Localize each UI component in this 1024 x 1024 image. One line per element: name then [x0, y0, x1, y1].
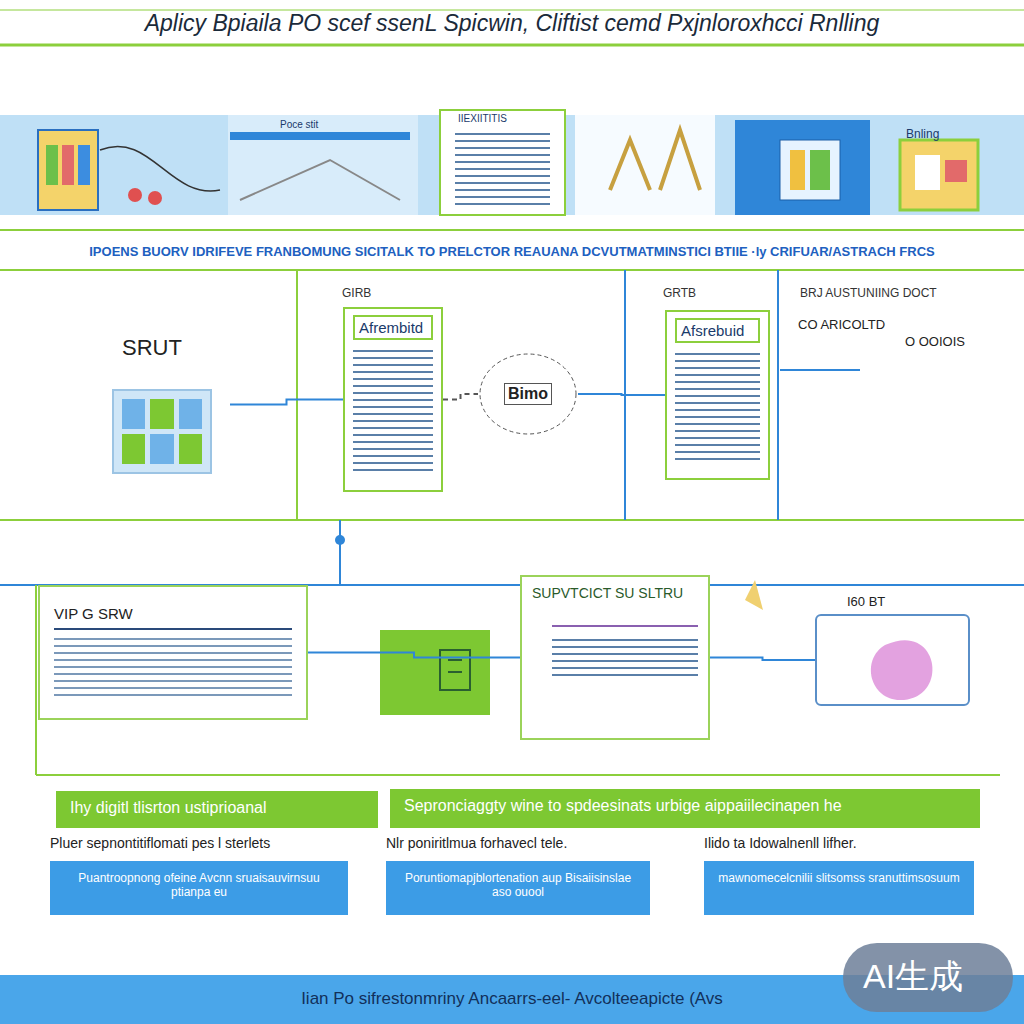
purple-line — [552, 625, 698, 627]
connector — [308, 653, 520, 658]
ellipse-label: Bimo — [504, 383, 552, 405]
pink-blob — [871, 640, 933, 700]
label: Bnling — [906, 127, 939, 141]
text-lines — [552, 639, 698, 679]
connector — [710, 658, 815, 661]
box-body: mawnomecelcnilii slitsomss sranuttimsosu… — [704, 861, 974, 915]
label: CO ARICOLTD — [798, 317, 885, 332]
box5-node: SUPVTCICT SU SLTRU — [520, 575, 710, 740]
rule — [0, 44, 1024, 47]
top-scene — [38, 110, 978, 215]
device-body — [112, 389, 212, 474]
watermark-pill — [843, 943, 1013, 1012]
connector — [443, 394, 478, 400]
title: Aplicy Bpiaila PO scef ssenL Spicwin, Cl… — [0, 10, 1024, 37]
box6-node: I60 BT — [815, 614, 970, 706]
box-body: Poruntiomapjblortenation aup Bisaiisinsl… — [386, 861, 650, 915]
gbar-node: Sepronciaggty wine to spdeesinats urbige… — [390, 789, 980, 828]
box-heading: Nlr poniritlmua forhavecl tele. — [386, 835, 650, 851]
blue-node: Ilido ta Idowalnenll lifher. mawnomecelcn… — [704, 835, 974, 915]
label: Poce stit — [280, 119, 318, 130]
label: O OOIOIS — [905, 334, 965, 349]
doc-node: Afrembitd — [343, 307, 443, 492]
ellipse-node: Bimo — [478, 352, 578, 436]
box4-node: VIP G SRW — [38, 585, 308, 720]
box-title: SUPVTCICT SU SLTRU — [532, 585, 698, 601]
box-heading: I60 BT — [847, 594, 885, 609]
connector — [230, 400, 343, 405]
label: GRTB — [663, 286, 696, 300]
label: IPOENS BUORV IDRIFEVE FRANBOMUNG SICITAL… — [6, 244, 1018, 259]
watermark: AI生成 — [863, 954, 963, 1000]
device-cell — [122, 399, 145, 429]
box-heading: Ilido ta Idowalnenll lifher. — [704, 835, 974, 851]
leaf — [745, 580, 763, 610]
device-cell — [150, 434, 173, 464]
box-heading: Pluer sepnontitiflomati pes l sterlets — [50, 835, 348, 851]
green-chip — [380, 630, 490, 715]
blue-node: Pluer sepnontitiflomati pes l sterletsPu… — [50, 835, 348, 915]
device-cell — [179, 434, 202, 464]
frame-lines — [0, 270, 1024, 775]
device-node: SRUT — [112, 335, 230, 474]
top-band — [0, 115, 1024, 215]
label: GIRB — [342, 286, 371, 300]
label: IIEXIITITIS — [458, 113, 507, 124]
device-label: SRUT — [112, 335, 230, 389]
device-cell — [150, 399, 173, 429]
label: BRJ AUSTUNIING DOCT — [800, 286, 937, 300]
doc-node: Afsrebuid — [665, 310, 770, 480]
bar-text: Ihy digitl tlisrton ustiprioanal — [70, 799, 364, 817]
doc-lines — [353, 350, 433, 475]
chip-mark — [440, 650, 470, 690]
box-title: VIP G SRW — [54, 605, 292, 630]
box-body: Puantroopnong ofeine Avcnn sruaisauvirns… — [50, 861, 348, 915]
blue-node: Nlr poniritlmua forhavecl tele. Poruntiom… — [386, 835, 650, 915]
device-cell — [122, 434, 145, 464]
device-cell — [179, 399, 202, 429]
doc-heading: Afsrebuid — [675, 318, 760, 343]
doc-lines — [675, 353, 760, 463]
gbar-node: Ihy digitl tlisrton ustiprioanal — [56, 791, 378, 828]
connector — [578, 394, 665, 395]
rule — [0, 229, 1024, 231]
bar-text: Sepronciaggty wine to spdeesinats urbige… — [404, 797, 966, 815]
text-lines — [54, 638, 292, 698]
ellipse-shape — [480, 354, 576, 434]
rule — [0, 269, 1024, 271]
doc-heading: Afrembitd — [353, 315, 433, 340]
